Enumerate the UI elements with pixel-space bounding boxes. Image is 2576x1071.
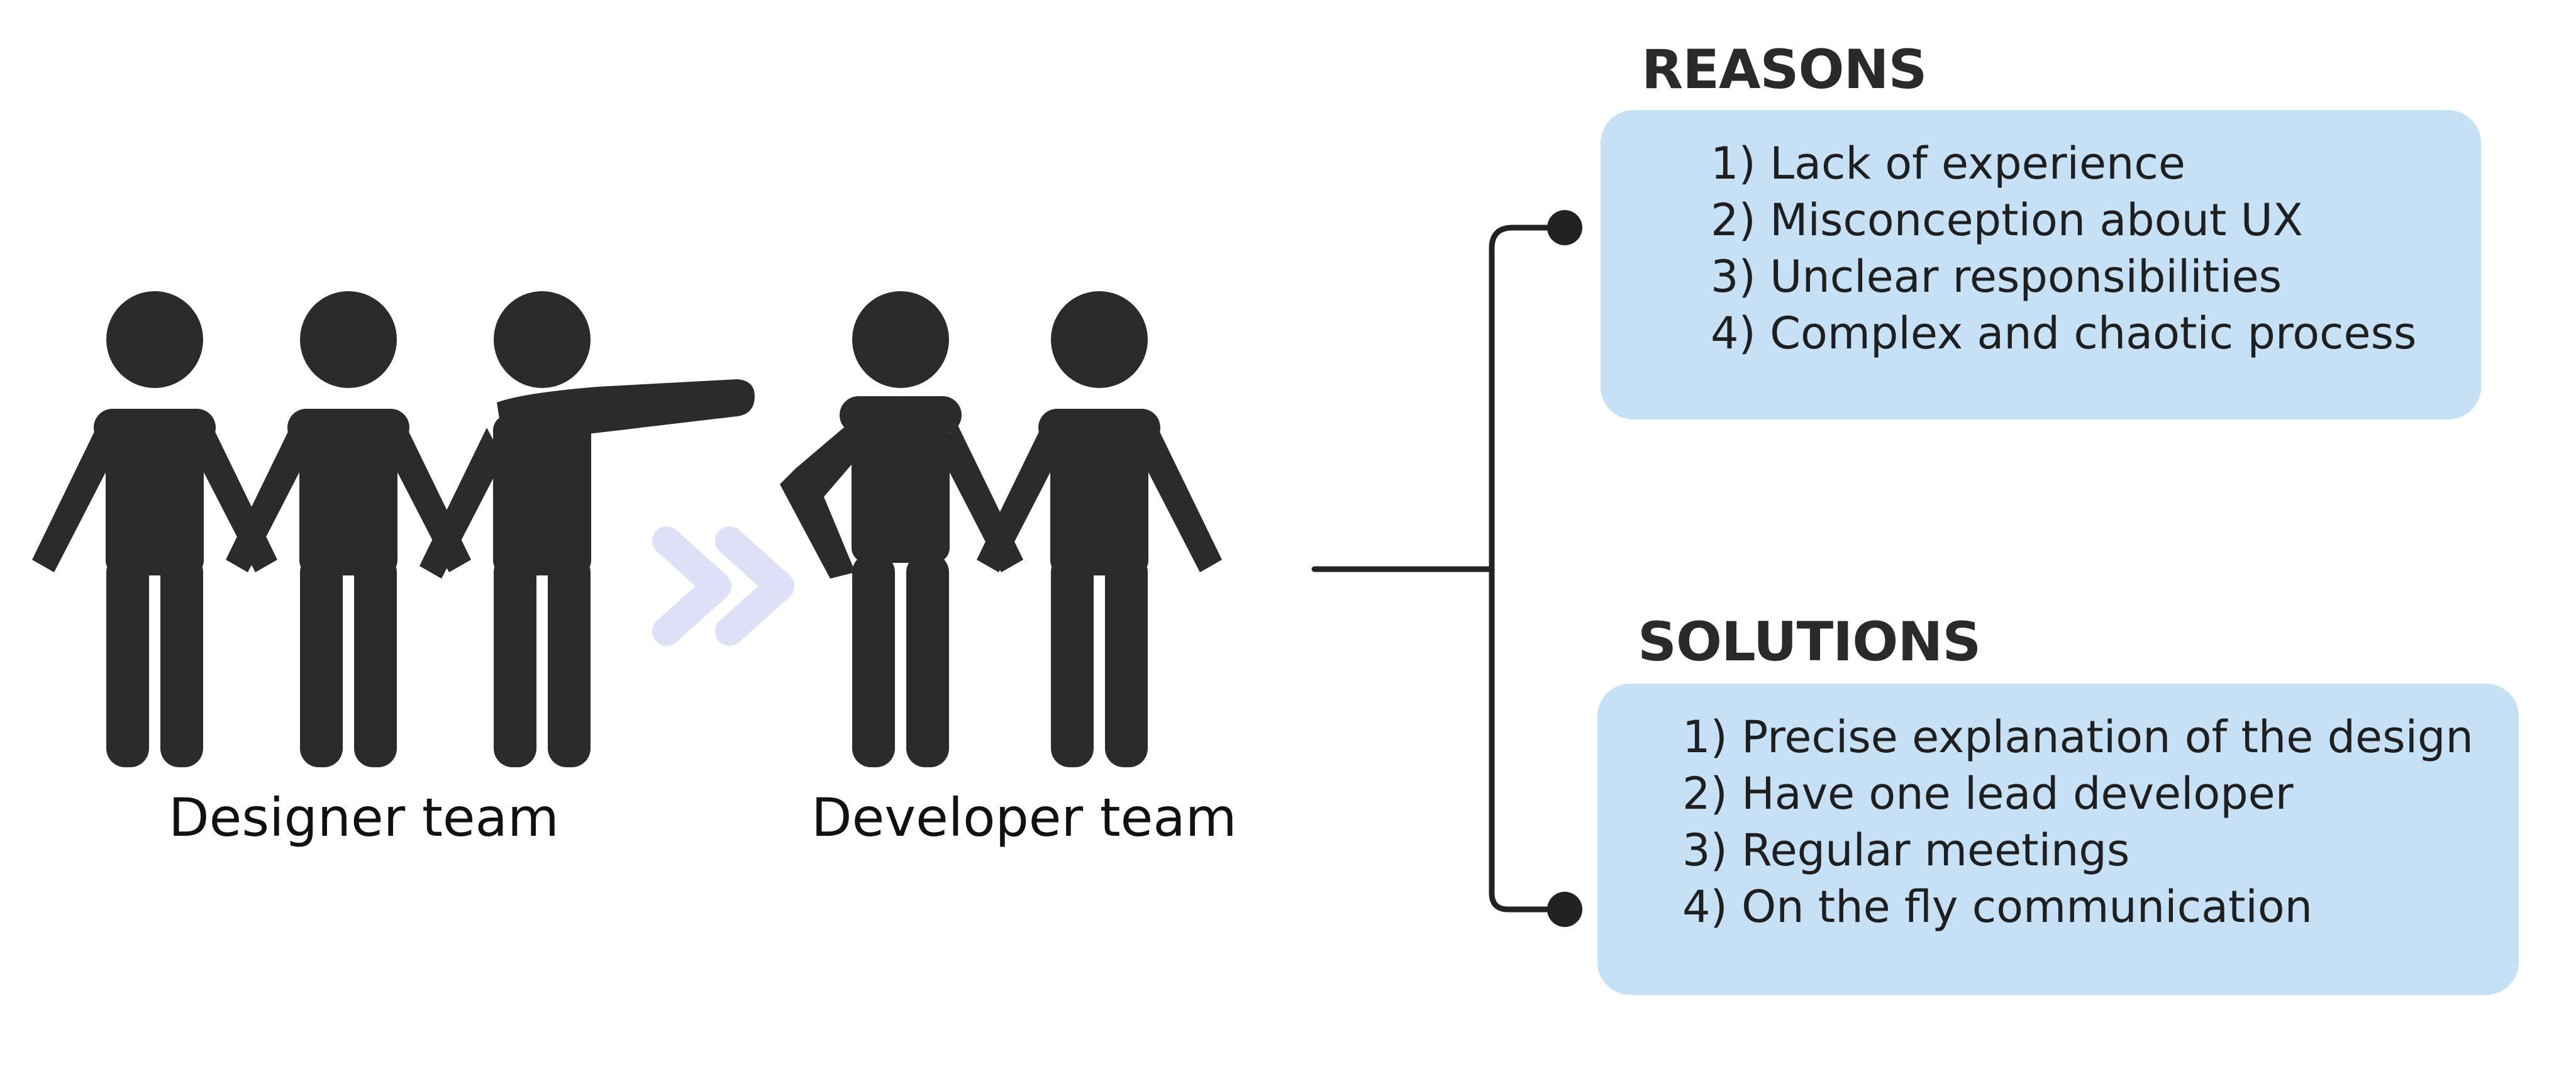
solutions-heading: SOLUTIONS — [1638, 611, 1981, 674]
reasons-panel: 1) Lack of experience 2) Misconception a… — [1601, 110, 2481, 419]
designer-person-2-icon — [226, 291, 471, 767]
solutions-list-item: 4) On the fly communication — [1682, 881, 2313, 933]
reasons-node-dot-icon — [1547, 210, 1582, 245]
designer-team-figures — [32, 291, 755, 767]
developer-person-2-icon — [977, 291, 1222, 767]
reasons-list-item: 1) Lack of experience — [1711, 138, 2185, 189]
reasons-list-item: 2) Misconception about UX — [1711, 194, 2303, 246]
double-chevron-right-icon — [652, 526, 794, 646]
designer-person-3-pointing-icon — [419, 291, 755, 767]
reasons-list-item: 3) Unclear responsibilities — [1711, 251, 2282, 302]
designer-team-label: Designer team — [169, 787, 559, 848]
solutions-list-item: 1) Precise explanation of the design — [1682, 711, 2473, 763]
developer-team-label: Developer team — [811, 787, 1237, 848]
solutions-node-dot-icon — [1547, 892, 1582, 927]
solutions-list: 1) Precise explanation of the design 2) … — [1682, 709, 2519, 935]
reasons-list-item: 4) Complex and chaotic process — [1711, 308, 2417, 359]
solutions-list-item: 3) Regular meetings — [1682, 824, 2130, 876]
developer-team-figures — [780, 291, 1222, 767]
solutions-panel: 1) Precise explanation of the design 2) … — [1597, 684, 2519, 995]
designer-person-1-icon — [32, 291, 277, 767]
solutions-list-item: 2) Have one lead developer — [1682, 768, 2294, 819]
reasons-heading: REASONS — [1641, 38, 1927, 101]
connector-lines — [1311, 225, 1568, 913]
developer-person-1-hand-on-hip-icon — [780, 291, 1023, 767]
reasons-list: 1) Lack of experience 2) Misconception a… — [1711, 135, 2481, 362]
